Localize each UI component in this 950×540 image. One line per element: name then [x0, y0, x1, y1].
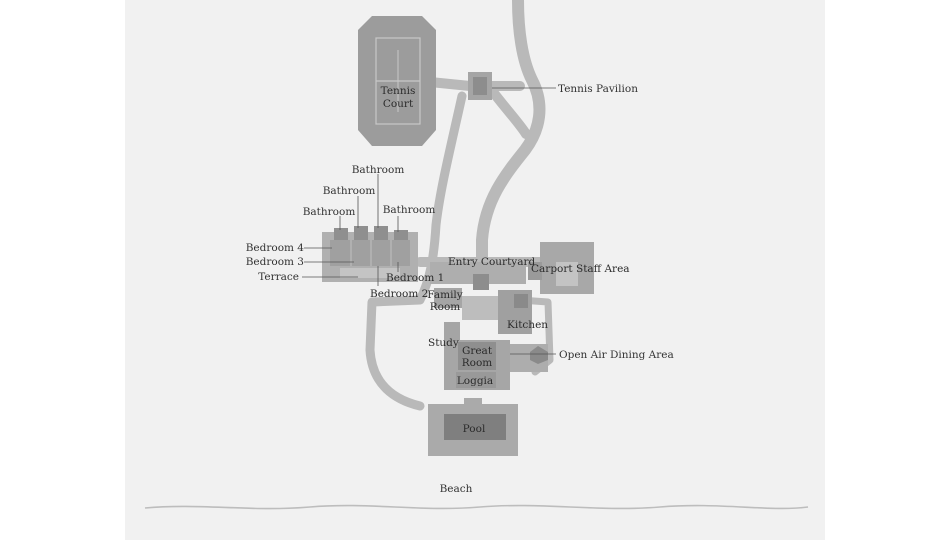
carport-block: [528, 262, 542, 280]
bedroom-2-block: [372, 240, 390, 266]
staff-carport: [528, 242, 594, 294]
label-pool: Pool: [463, 423, 486, 435]
staff-area-inner: [556, 262, 578, 286]
leader-lines: [302, 87, 556, 355]
bedroom-wing: [322, 226, 418, 282]
label-beach: Beach: [440, 483, 473, 495]
label-bathroom-top: Bathroom: [352, 164, 405, 176]
bedroom-3-block: [352, 240, 370, 266]
bedroom-wing-lawn: [340, 268, 400, 278]
label-open-air-dining: Open Air Dining Area: [559, 349, 674, 361]
loggia-block: [456, 372, 496, 388]
pool-area: [428, 398, 518, 456]
bedroom-1-block: [392, 240, 410, 266]
family-room-block: [434, 288, 462, 308]
label-study: Study: [428, 337, 459, 349]
label-family-room-1: Family: [427, 289, 463, 301]
shoreline: [144, 504, 809, 510]
bathroom-top-block: [374, 226, 388, 240]
label-great-room-1: Great: [462, 345, 493, 357]
label-terrace: Terrace: [258, 271, 299, 283]
main-house: [430, 262, 548, 390]
great-room-core: [458, 342, 496, 370]
label-great-room-2: Room: [462, 357, 493, 369]
label-bedroom-2: Bedroom 2: [370, 288, 428, 300]
tennis-pavilion-roof: [473, 77, 487, 95]
entry-courtyard-block: [430, 262, 526, 284]
pool-water: [444, 414, 506, 440]
bedroom-4-block: [330, 240, 350, 266]
label-loggia: Loggia: [457, 375, 493, 387]
driveway-branch: [485, 83, 531, 139]
label-staff-area: Staff Area: [576, 263, 630, 275]
bathroom-mid-block: [354, 226, 368, 240]
label-bedroom-1: Bedroom 1: [386, 272, 444, 284]
bathroom-left-block: [334, 228, 348, 240]
label-carport: Carport: [531, 263, 573, 275]
label-bathroom-right: Bathroom: [383, 204, 436, 216]
label-tennis-court-2: Court: [383, 98, 414, 110]
label-family-room-2: Room: [430, 301, 461, 313]
label-entry-courtyard: Entry Courtyard: [448, 256, 536, 268]
entry-gate: [473, 274, 489, 290]
labels: Tennis Court Tennis Pavilion Bathroom Ba…: [246, 83, 674, 495]
tennis-area: [358, 16, 492, 146]
kitchen-dark: [514, 294, 528, 308]
label-bathroom-mid: Bathroom: [323, 185, 376, 197]
house-link: [462, 296, 498, 320]
label-kitchen: Kitchen: [507, 319, 548, 331]
bathroom-right-block: [394, 230, 408, 240]
label-tennis-court-1: Tennis: [381, 85, 416, 97]
label-bedroom-3: Bedroom 3: [246, 256, 304, 268]
pool-deck-step: [464, 398, 482, 406]
label-tennis-pavilion: Tennis Pavilion: [558, 83, 638, 95]
open-air-dining-pavilion: [530, 346, 548, 364]
main-driveway: [476, 0, 546, 286]
label-bedroom-4: Bedroom 4: [246, 242, 305, 254]
label-bathroom-left: Bathroom: [303, 206, 356, 218]
